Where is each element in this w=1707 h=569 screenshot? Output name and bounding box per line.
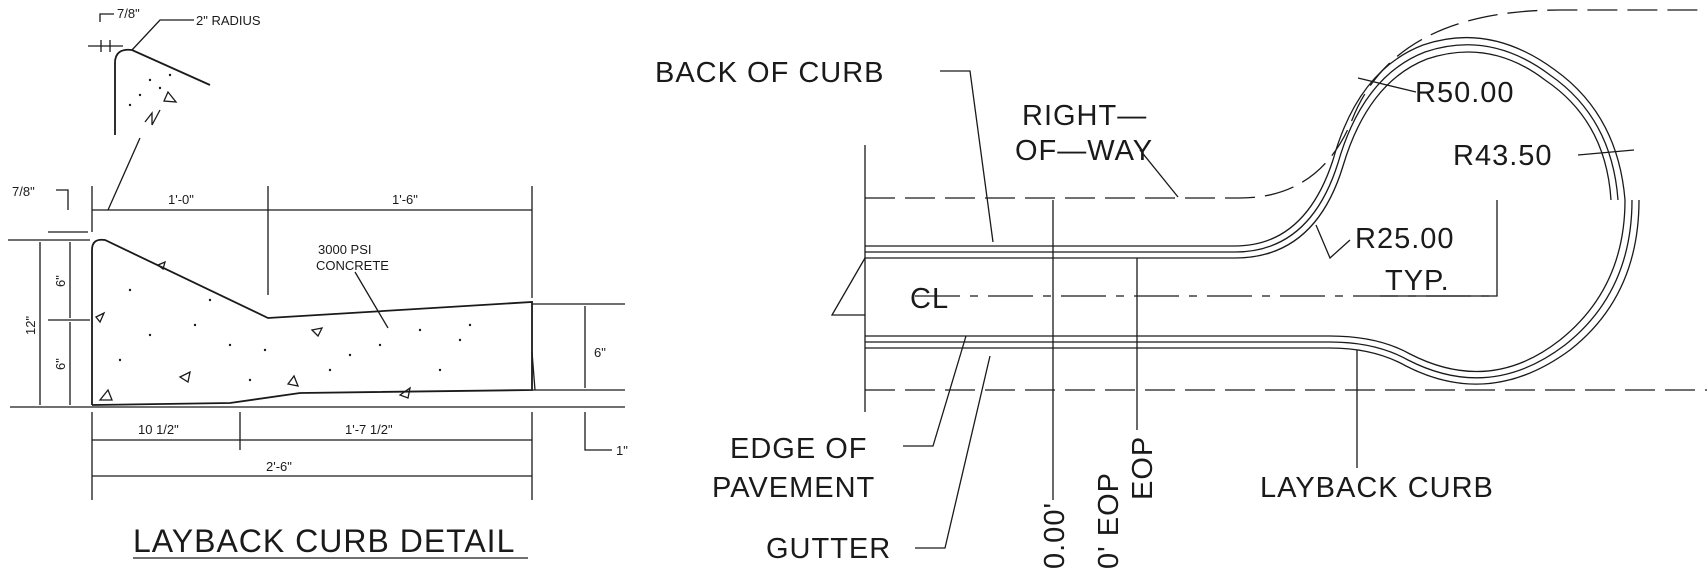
typ-label: TYP. — [1385, 265, 1450, 297]
dim-1-in: 1" — [616, 443, 628, 458]
row-width-label: 0.00' — [1039, 502, 1071, 569]
r25-label: R25.00 — [1355, 223, 1455, 255]
dim-1-6: 1'-6" — [392, 192, 418, 207]
dim-10-5: 10 1/2" — [138, 422, 179, 437]
layback-curb-label: LAYBACK CURB — [1260, 472, 1494, 504]
right-of-way-label-2: OF—WAY — [1015, 135, 1153, 167]
r50-label: R50.00 — [1415, 77, 1515, 109]
concrete-label-1: 3000 PSI — [318, 242, 372, 257]
dim-1-0: 1'-0" — [168, 192, 194, 207]
nose-callout — [88, 13, 211, 135]
dim-7-8-left: 7/8" — [12, 184, 35, 199]
radius-2in-label: 2" RADIUS — [196, 13, 261, 28]
right-of-way-label-1: RIGHT— — [1022, 100, 1147, 132]
dim-1-7-5: 1'-7 1/2" — [345, 422, 393, 437]
edge-of-pavement-label-1: EDGE OF — [730, 433, 868, 465]
eop-label-1: 0' EOP — [1093, 472, 1125, 569]
eop-label-2: EOP — [1127, 436, 1159, 500]
curb-section-outline — [91, 238, 533, 406]
centerline-label: CL — [910, 283, 949, 315]
gutter-label: GUTTER — [766, 533, 891, 565]
edge-of-pavement-label-2: PAVEMENT — [712, 472, 875, 504]
dim-12: 12" — [23, 316, 38, 335]
concrete-label-2: CONCRETE — [316, 258, 389, 273]
dim-6-lower: 6" — [53, 358, 68, 370]
cul-de-sac-plan: BACK OF CURB RIGHT— OF—WAY R50.00 R43.50… — [655, 9, 1707, 569]
dim-7-8-top: 7/8" — [117, 6, 140, 21]
r43-label: R43.50 — [1453, 140, 1553, 172]
detail-title: LAYBACK CURB DETAIL — [133, 523, 515, 559]
back-of-curb-label: BACK OF CURB — [655, 57, 885, 89]
dim-2-6: 2'-6" — [266, 459, 292, 474]
layback-curb-detail: 7/8" 2" RADIUS 3000 PSI — [8, 6, 628, 559]
dim-6-upper: 6" — [53, 275, 68, 287]
dim-6-right: 6" — [594, 345, 606, 360]
